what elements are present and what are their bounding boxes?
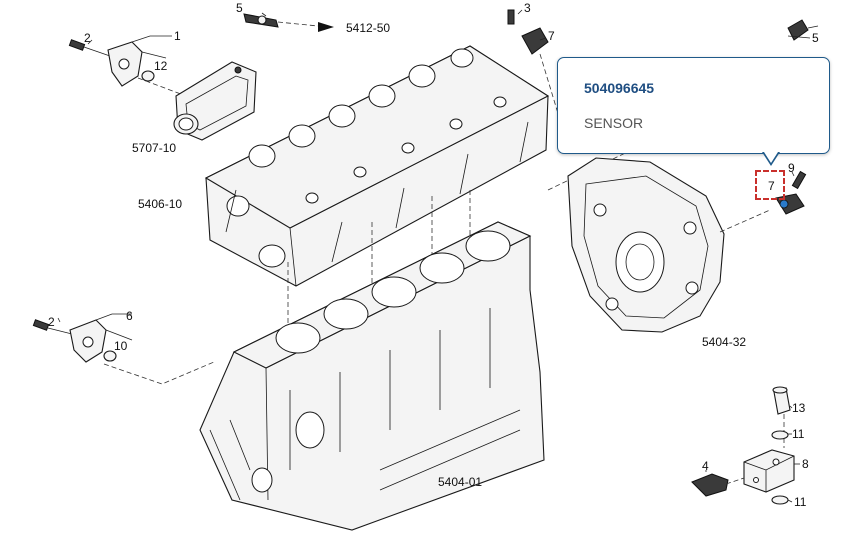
ref-5404-01[interactable]: 5404-01	[438, 475, 482, 489]
selected-part-highlight[interactable]	[755, 170, 785, 200]
callout-11-lower: 11	[794, 495, 807, 509]
sensor-5412-50[interactable]	[243, 13, 334, 32]
callout-6: 6	[126, 309, 133, 323]
sensor-assembly-top-right[interactable]	[507, 9, 819, 121]
tooltip-description: SENSOR	[584, 115, 644, 131]
callout-12: 12	[154, 59, 168, 73]
callout-2: 2	[84, 31, 91, 45]
ref-5406-10[interactable]: 5406-10	[138, 197, 182, 211]
thermostat-housing[interactable]	[173, 61, 257, 141]
callout-5-right: 5	[812, 31, 819, 45]
callout-7: 7	[548, 29, 555, 43]
callout-leaders	[57, 9, 811, 503]
sensor-assembly-top-left[interactable]	[68, 35, 187, 97]
ref-5404-32[interactable]: 5404-32	[702, 335, 746, 349]
cylinder-bores	[275, 230, 511, 354]
tooltip-pointer-inner	[764, 152, 778, 163]
callout-8: 8	[802, 457, 809, 471]
flywheel-housing[interactable]	[567, 157, 771, 333]
callout-11: 11	[792, 427, 805, 441]
callout-2-mid: 2	[48, 315, 55, 329]
callout-3: 3	[524, 1, 531, 15]
sensor-assembly-left-mid[interactable]	[32, 313, 215, 385]
callout-1: 1	[174, 29, 181, 43]
part-tooltip: 504096645 SENSOR	[557, 57, 830, 154]
callout-7-highlight: 7	[768, 179, 775, 193]
cylinder-head[interactable]	[204, 45, 550, 287]
callout-13: 13	[792, 401, 806, 415]
ref-5707-10[interactable]: 5707-10	[132, 141, 176, 155]
callout-9: 9	[788, 161, 795, 175]
ref-5412-50[interactable]: 5412-50	[346, 21, 390, 35]
adapter-assembly[interactable]	[691, 386, 795, 505]
callout-4: 4	[702, 459, 709, 473]
engine-block[interactable]	[199, 221, 545, 531]
callout-5: 5	[236, 1, 243, 15]
cylinder-head-ports	[226, 48, 507, 268]
callout-10: 10	[114, 339, 128, 353]
tooltip-part-number[interactable]: 504096645	[584, 80, 655, 96]
